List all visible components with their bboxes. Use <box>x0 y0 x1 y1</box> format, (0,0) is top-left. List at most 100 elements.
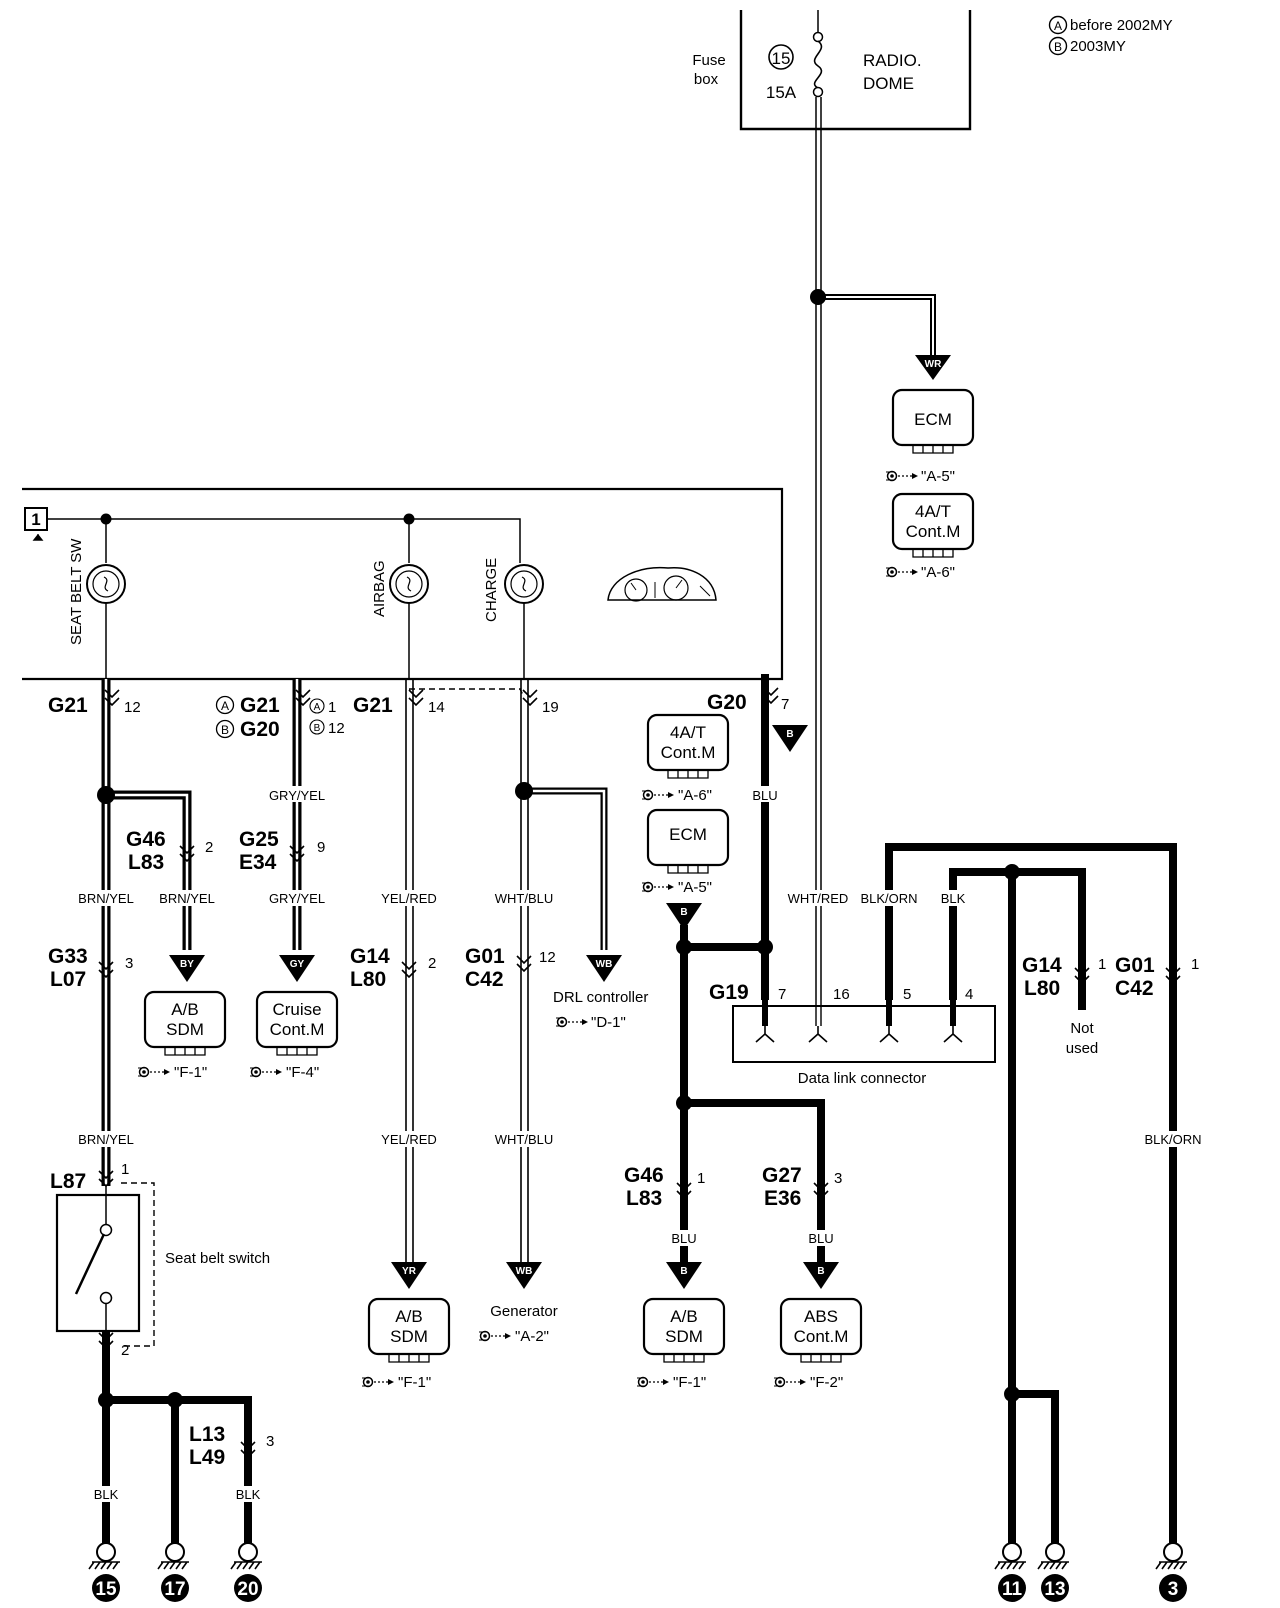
conn-l87-pin-2: 2 <box>121 1342 129 1359</box>
switch-contact <box>74 1233 106 1295</box>
abs-ref: "F-2" <box>810 1374 843 1391</box>
conn-g25: G25 <box>239 828 279 851</box>
at-mid-ref: "A-6" <box>678 787 712 804</box>
svg-text:YR: YR <box>402 1266 417 1277</box>
mid-connectors: G46 L83 2 G25 E34 9 G33 L07 3 G14 L80 2 … <box>48 828 1199 1057</box>
conn-g21-a-pin: 12 <box>124 699 141 716</box>
ground-3: 3 <box>1155 1542 1187 1602</box>
svg-text:B: B <box>817 1266 824 1277</box>
drl-group: WB DRL controller "D-1" <box>553 955 648 1031</box>
conn-l83-b: L83 <box>626 1187 662 1210</box>
ab-sdm-2-label-2: SDM <box>390 1327 428 1346</box>
at-top-label-2: Cont.M <box>906 522 961 541</box>
conn-l49: L49 <box>189 1446 225 1469</box>
fuse-box: Fuse box 15 15A RADIO. DOME <box>692 10 972 131</box>
conn-l83-a: L83 <box>128 851 164 874</box>
generator-label: Generator <box>490 1303 558 1320</box>
conn-g01-b: G01 <box>1115 954 1155 977</box>
fuse-name-1: RADIO. <box>863 51 922 70</box>
conn-l80-b: L80 <box>1024 977 1060 1000</box>
conn-g01-a: G01 <box>465 945 505 968</box>
conn-g19-pin-5: 5 <box>903 986 911 1003</box>
fuse-box-label-1: Fuse <box>692 52 725 69</box>
svg-text:GY: GY <box>290 959 305 970</box>
conn-l80-a: L80 <box>350 968 386 991</box>
conn-g20-pin: 7 <box>781 696 789 713</box>
seat-belt-switch-label: Seat belt switch <box>165 1250 270 1267</box>
ground-13: 13 <box>1037 1542 1069 1602</box>
svg-text:A: A <box>314 702 321 713</box>
wire-label-wht-red: WHT/RED <box>788 891 849 906</box>
wire-label-blk-1: BLK <box>941 891 966 906</box>
conn-l87-pin-1: 1 <box>121 1161 129 1178</box>
conn-g27-pin: 3 <box>834 1170 842 1187</box>
fuse-element <box>813 40 823 89</box>
ab-sdm-2-ref: "F-1" <box>398 1374 431 1391</box>
svg-text:A: A <box>221 699 229 713</box>
wire-yel-red <box>405 679 414 1262</box>
shared-connector-dash <box>409 688 525 698</box>
wire-label-blk-3: BLK <box>236 1487 261 1502</box>
wire-label-wht-blu-2: WHT/BLU <box>495 1132 554 1147</box>
ab-sdm-3-label-2: SDM <box>665 1327 703 1346</box>
wire-label-brn-yel-2: BRN/YEL <box>159 891 215 906</box>
ab-sdm-3-label-1: A/B <box>670 1307 697 1326</box>
ecm-top-ref: "A-5" <box>921 468 955 485</box>
fuse-number-circle <box>768 44 794 70</box>
conn-l13-pin: 3 <box>266 1433 274 1450</box>
lamp-airbag-label: AIRBAG <box>371 560 388 617</box>
bottom-mid-connectors: G46 L83 1 G27 E36 3 <box>624 1164 842 1210</box>
conn-g21-c-pin: 14 <box>428 699 445 716</box>
legend-marker-b: B <box>1054 40 1062 54</box>
cruise-label-1: Cruise <box>272 1000 321 1019</box>
wire-blu <box>676 674 825 1262</box>
wire-label-gry-yel-2: GRY/YEL <box>269 891 325 906</box>
conn-g46-a-pin: 2 <box>205 839 213 856</box>
not-used-label-1: Not <box>1070 1020 1094 1037</box>
ground-number: 13 <box>1044 1579 1065 1600</box>
svg-text:WB: WB <box>596 959 613 970</box>
conn-e36: E36 <box>764 1187 801 1210</box>
svg-text:B: B <box>680 907 687 918</box>
fuse-name-2: DOME <box>863 74 914 93</box>
ecm-top-group: WR ECM "A-5" 4A/T Cont.M "A-6" <box>885 355 975 581</box>
wire-label-gry-yel-1: GRY/YEL <box>269 788 325 803</box>
ground-number: 11 <box>1002 1579 1023 1600</box>
meter-connector-number: 1 <box>31 510 40 529</box>
ground-number: 3 <box>1168 1579 1179 1600</box>
triangle-gy <box>279 955 315 982</box>
at-top-label-1: 4A/T <box>915 502 951 521</box>
conn-g46-b: G46 <box>624 1164 664 1187</box>
ecm-mid-ref: "A-5" <box>678 879 712 896</box>
conn-g20-b: G20 <box>240 718 280 741</box>
conn-g19: G19 <box>709 981 749 1004</box>
ground-number-circle <box>998 1574 1026 1602</box>
wire-label-brn-yel-3: BRN/YEL <box>78 1132 134 1147</box>
wire-wht-red <box>810 97 936 1000</box>
data-link-connector: G19 7 16 5 4 Data link connector <box>709 981 996 1087</box>
conn-g21-d-pin: 19 <box>542 699 559 716</box>
lamp-charge-icon <box>504 564 544 604</box>
conn-e34: E34 <box>239 851 277 874</box>
meter-connectors: G21 12 A G21 B G20 A 1 B 12 G21 14 19 G2… <box>48 687 789 741</box>
ecm-mid-group: ECM "A-5" B <box>641 808 730 930</box>
drl-label: DRL controller <box>553 989 648 1006</box>
drl-ref: "D-1" <box>591 1014 626 1031</box>
ground-15: 15 <box>88 1542 120 1602</box>
ground-number: 20 <box>237 1579 258 1600</box>
triangle-wr <box>915 355 951 380</box>
conn-l07: L07 <box>50 968 86 991</box>
fuse-box-label-2: box <box>694 71 719 88</box>
at-mid-label-2: Cont.M <box>661 743 716 762</box>
at-top-ref: "A-6" <box>921 564 955 581</box>
ground-number-circle <box>234 1574 262 1602</box>
conn-g19-pin-4: 4 <box>965 986 973 1003</box>
conn-g21-a: G21 <box>48 694 88 717</box>
wire-labels: GRY/YEL BLU BRN/YEL BRN/YEL GRY/YEL YEL/… <box>72 786 1206 1502</box>
conn-g14-b: G14 <box>1022 954 1062 977</box>
ab-sdm-3-group: B A/B SDM "F-1" <box>636 1262 726 1391</box>
conn-c42-b: C42 <box>1115 977 1154 1000</box>
conn-g21-b: G21 <box>240 694 280 717</box>
